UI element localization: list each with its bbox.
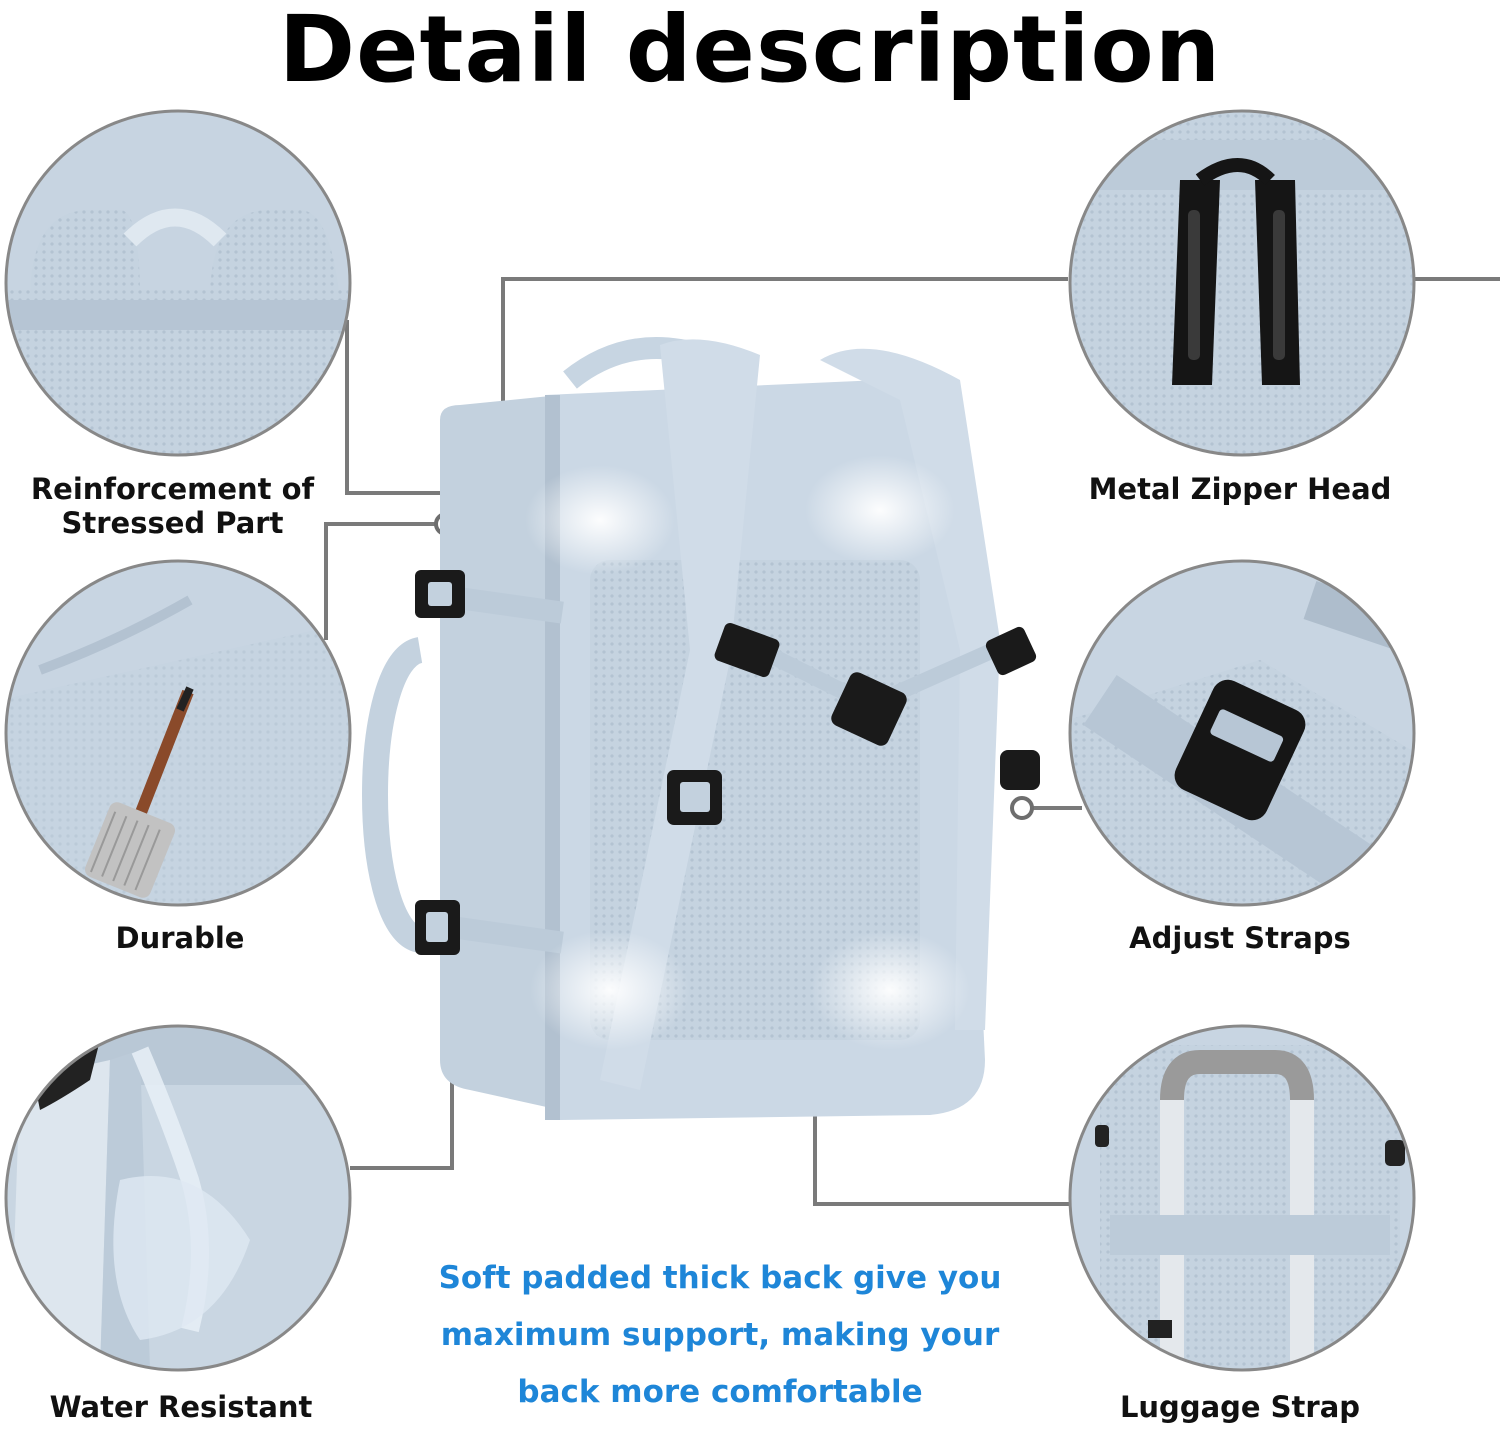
tagline: Soft padded thick back give you maximum … [330, 1250, 1110, 1421]
label-reinforcement-line1: Reinforcement of [30, 472, 315, 506]
label-durable: Durable [115, 921, 245, 955]
label-metal-zipper-head: Metal Zipper Head [1088, 472, 1392, 506]
detail-durable-image [4, 559, 352, 907]
detail-water-resistant-image [4, 1024, 352, 1372]
detail-luggage-strap-image [1068, 1024, 1416, 1372]
label-reinforcement-line2: Stressed Part [61, 506, 284, 540]
backpack-illustration [362, 337, 1040, 1120]
detail-adjust-straps-image [1068, 559, 1416, 907]
detail-zipper-image [1068, 109, 1416, 457]
tagline-line-2: maximum support, making your [440, 1317, 1000, 1353]
tagline-line-3: back more comfortable [517, 1374, 923, 1410]
label-luggage-strap: Luggage Strap [1119, 1390, 1361, 1424]
label-adjust-straps: Adjust Straps [1129, 921, 1351, 955]
page-title: Detail description [278, 0, 1222, 103]
tagline-line-1: Soft padded thick back give you [438, 1260, 1002, 1296]
label-reinforcement: Reinforcement of Stressed Part [0, 472, 345, 540]
airflow-puffs [525, 455, 970, 1050]
label-water-resistant: Water Resistant [49, 1390, 313, 1424]
detail-reinforcement-image [4, 109, 352, 457]
